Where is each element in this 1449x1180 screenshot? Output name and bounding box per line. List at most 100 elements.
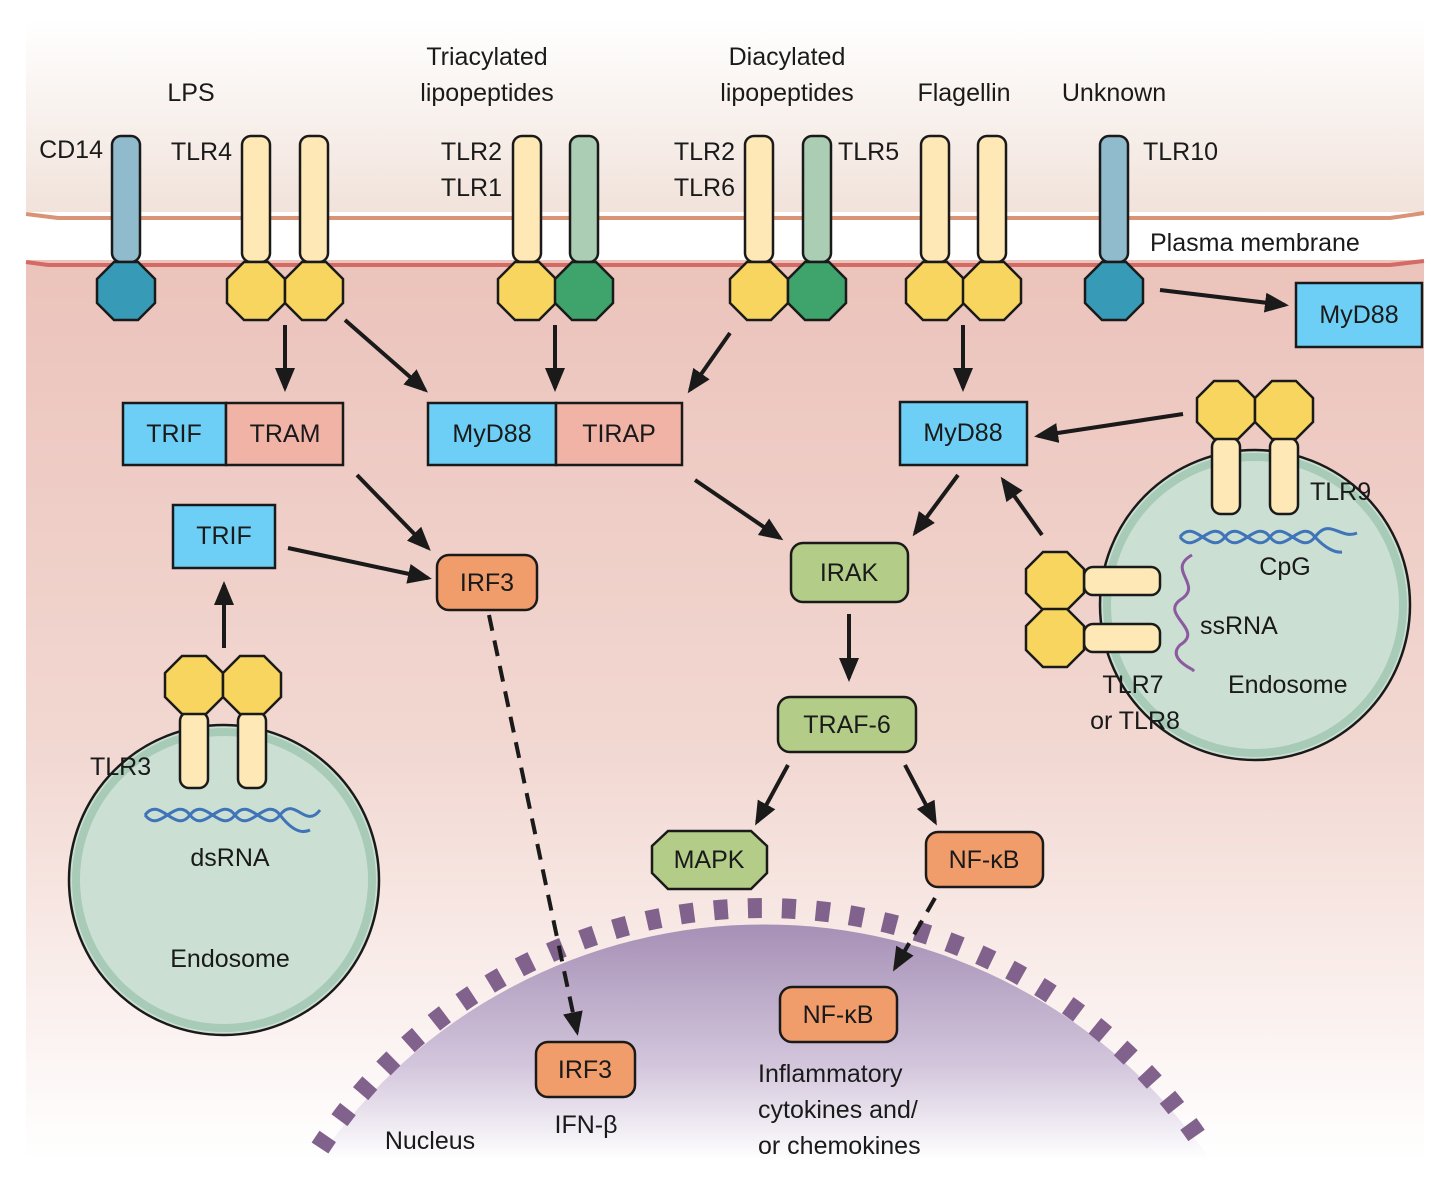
myd88-complex-label: MyD88 bbox=[452, 420, 531, 448]
traf6-label: TRAF-6 bbox=[803, 711, 891, 739]
ssrna-strand bbox=[1173, 553, 1195, 672]
endosome-left-rim bbox=[72, 728, 376, 1032]
irf3-cyto-box bbox=[435, 553, 539, 612]
ligand-triacylated-line2: lipopeptides bbox=[420, 79, 553, 107]
receptor-tlr78-b-tir-domain bbox=[1024, 607, 1086, 669]
nfkb-nuclear-node: NF-κB bbox=[778, 985, 899, 1044]
endosome-left bbox=[67, 723, 381, 1037]
arrow-tlr9-to-myd88 bbox=[1034, 412, 1184, 443]
irf3-nuclear-node: IRF3 bbox=[534, 1040, 637, 1099]
receptor-tlr1-tir-domain bbox=[553, 260, 615, 322]
inflammatory-line2: cytokines and/ bbox=[758, 1096, 918, 1124]
receptor-tlr10-label: TLR10 bbox=[1143, 138, 1218, 166]
receptor-tlr10-ectodomain bbox=[1098, 134, 1130, 264]
receptor-tlr3-a-tir-domain bbox=[163, 654, 225, 716]
myd88-right-node: MyD88 bbox=[898, 400, 1029, 467]
myd88-right-box bbox=[898, 400, 1029, 467]
arrow-nfkb-to-nucleus bbox=[893, 897, 937, 972]
myd88-tlr10-label: MyD88 bbox=[1319, 301, 1398, 329]
ligand-unknown: Unknown bbox=[1062, 79, 1166, 107]
receptor-tlr4-label: TLR4 bbox=[171, 138, 232, 166]
nucleus bbox=[318, 924, 1210, 1160]
traf6-box bbox=[776, 695, 918, 754]
receptor-tlr3-a-ectodomain bbox=[178, 710, 210, 790]
irak-label: IRAK bbox=[820, 559, 879, 587]
membrane-outer-leaflet bbox=[25, 211, 1425, 220]
irf3-cyto-label: IRF3 bbox=[460, 569, 514, 597]
receptor-tlr2-b-label: TLR2 bbox=[674, 138, 735, 166]
nfkb-cyto-node: NF-κB bbox=[924, 830, 1045, 889]
nfkb-nuc-box bbox=[778, 985, 899, 1044]
receptor-tlr3-label: TLR3 bbox=[90, 753, 151, 781]
myd88-tlr10-node: MyD88 bbox=[1294, 281, 1424, 349]
receptor-cd14-label: CD14 bbox=[39, 136, 103, 164]
arrow-traf6-to-nfkb bbox=[903, 764, 937, 826]
nfkb-cyto-box bbox=[924, 830, 1045, 889]
cpg-label: CpG bbox=[1259, 553, 1310, 581]
receptor-tlr1-label: TLR1 bbox=[441, 174, 502, 202]
receptor-tlr6-label: TLR6 bbox=[674, 174, 735, 202]
arrow-myd88-to-irak bbox=[912, 473, 960, 537]
receptor-tlr78-b-ectodomain bbox=[1082, 622, 1162, 654]
trif-single-label: TRIF bbox=[196, 522, 252, 550]
receptor-tlr9-a-ectodomain bbox=[1210, 436, 1242, 516]
receptor-tlr2-b-ectodomain bbox=[743, 134, 775, 264]
irak-node: IRAK bbox=[789, 541, 910, 604]
nfkb-nuc-label: NF-κB bbox=[803, 1001, 874, 1029]
receptor-tlr5-b-tir-domain bbox=[961, 260, 1023, 322]
dsrna-helix bbox=[143, 807, 322, 834]
tirap-box bbox=[554, 401, 684, 467]
arrow-tlr2-tlr6-to-myd88-tirap bbox=[687, 331, 732, 394]
receptor-tlr9-a-tir-domain bbox=[1195, 379, 1257, 441]
mapk-box bbox=[650, 829, 769, 891]
arrow-trif-tram-to-irf3 bbox=[355, 473, 431, 551]
receptor-cd14-ectodomain bbox=[110, 134, 142, 264]
receptor-tlr4-b-ectodomain bbox=[298, 134, 330, 264]
plasma-membrane-label: Plasma membrane bbox=[1150, 229, 1360, 257]
receptor-tlr4-a-tir-domain bbox=[225, 260, 287, 322]
receptor-tlr78-a-ectodomain bbox=[1082, 565, 1162, 597]
mapk-label: MAPK bbox=[674, 846, 745, 874]
myd88-tlr10-box bbox=[1294, 281, 1424, 349]
receptor-tlr3-b-ectodomain bbox=[236, 710, 268, 790]
nuclear-envelope-pores bbox=[311, 898, 1214, 1154]
irak-box bbox=[789, 541, 910, 604]
endosome-left-label: Endosome bbox=[170, 945, 290, 973]
receptor-tlr6-ectodomain bbox=[801, 134, 833, 264]
arrow-tlr10-to-myd88 bbox=[1159, 288, 1289, 313]
membrane-inner-leaflet bbox=[25, 259, 1425, 267]
arrow-tlr78-to-myd88 bbox=[1000, 476, 1044, 537]
receptor-tlr7-label: TLR7 bbox=[1102, 671, 1163, 699]
receptor-tlr9-b-tir-domain bbox=[1253, 379, 1315, 441]
myd88-right-label: MyD88 bbox=[923, 419, 1002, 447]
arrow-irf3-to-nucleus bbox=[487, 614, 583, 1036]
receptor-tlr78-a-tir-domain bbox=[1024, 550, 1086, 612]
irf3-nuc-box bbox=[534, 1040, 637, 1099]
tirap-label: TIRAP bbox=[582, 420, 656, 448]
receptor-tlr9-b-ectodomain bbox=[1268, 436, 1300, 516]
ligand-flagellin: Flagellin bbox=[917, 79, 1010, 107]
tram-label: TRAM bbox=[250, 420, 321, 448]
endosome-right-label: Endosome bbox=[1228, 671, 1348, 699]
receptor-tlr8-label: or TLR8 bbox=[1090, 707, 1180, 735]
receptor-tlr2-a-label: TLR2 bbox=[441, 138, 502, 166]
tram-box bbox=[224, 401, 345, 467]
trif-single-box bbox=[171, 503, 277, 570]
receptor-tlr3-b-tir-domain bbox=[221, 654, 283, 716]
receptor-tlr4-a-ectodomain bbox=[240, 134, 272, 264]
arrow-myd88-tirap-to-irak bbox=[693, 478, 784, 541]
receptor-tlr5-a-tir-domain bbox=[904, 260, 966, 322]
trif-single-node: TRIF bbox=[171, 503, 277, 570]
receptor-tlr10-tir-domain bbox=[1083, 260, 1145, 322]
arrow-tlr4-to-myd88-tirap bbox=[343, 318, 429, 393]
cpg-dna-helix bbox=[1178, 527, 1358, 554]
traf6-node: TRAF-6 bbox=[776, 695, 918, 754]
arrow-traf6-to-mapk bbox=[755, 764, 790, 826]
receptor-cd14-tir-domain bbox=[95, 260, 157, 322]
receptor-tlr2-b-tir-domain bbox=[728, 260, 790, 322]
ligand-triacylated-line1: Triacylated bbox=[426, 43, 547, 71]
mapk-node: MAPK bbox=[650, 829, 769, 891]
receptor-tlr5-label: TLR5 bbox=[838, 138, 899, 166]
receptor-tlr9-label: TLR9 bbox=[1310, 478, 1371, 506]
